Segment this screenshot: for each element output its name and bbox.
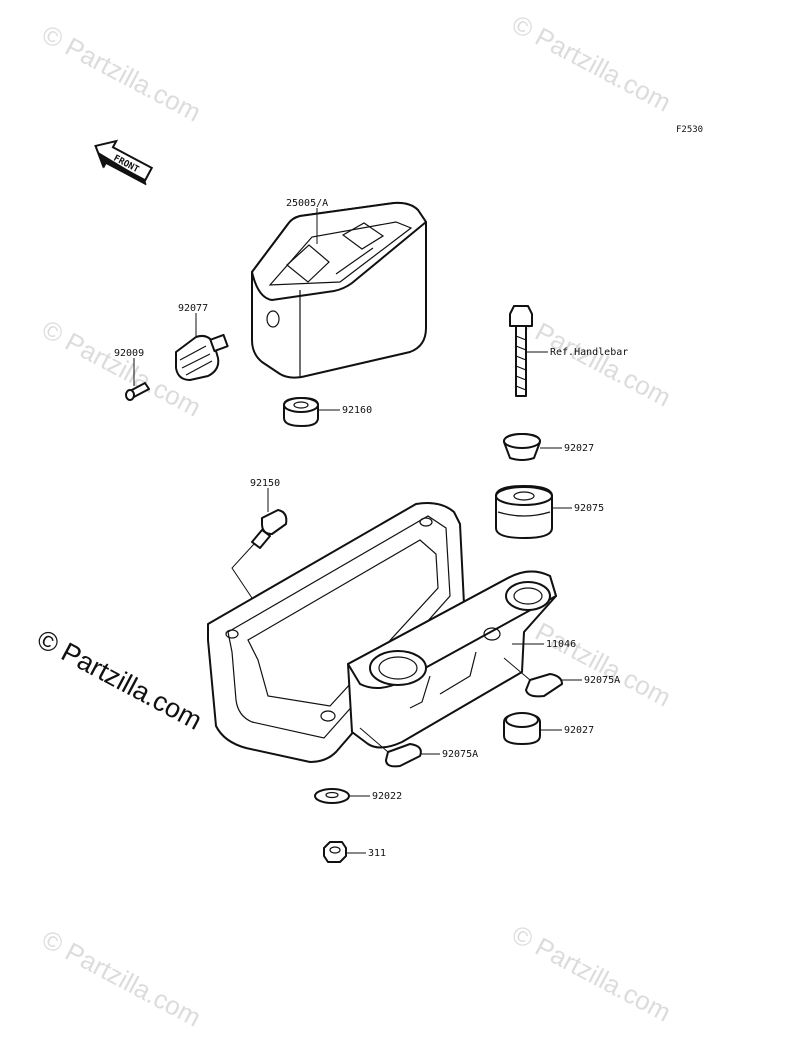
collar-92027-top[interactable] — [503, 433, 541, 461]
front-arrow-icon: FRONT — [94, 139, 154, 186]
diagram-code: F2530 — [676, 125, 703, 135]
label-92075A-left: 92075A — [442, 749, 478, 760]
watermark-bottom-right: © Partzilla.com — [507, 919, 676, 1028]
meter-cover-25005A[interactable] — [251, 201, 427, 379]
screw-92009[interactable] — [125, 382, 150, 401]
watermark-top-left: © Partzilla.com — [37, 19, 206, 128]
watermark-top-right: © Partzilla.com — [507, 9, 676, 118]
watermark-bottom-left: © Partzilla.com — [37, 924, 206, 1033]
label-92160: 92160 — [342, 405, 372, 416]
bolt-92150[interactable] — [251, 509, 288, 549]
damper-92075[interactable] — [495, 485, 553, 539]
grommet-92160[interactable] — [283, 397, 319, 427]
label-311: 311 — [368, 848, 386, 859]
label-92022: 92022 — [372, 791, 402, 802]
leader-92075A-left — [359, 727, 440, 755]
damper-92075A-right[interactable] — [525, 673, 563, 698]
label-92075A-right: 92075A — [584, 675, 620, 686]
label-ref-handlebar: Ref.Handlebar — [550, 347, 628, 358]
label-92150: 92150 — [250, 478, 280, 489]
label-11046: 11046 — [546, 639, 576, 650]
collar-92027-bottom[interactable] — [503, 712, 541, 745]
washer-92022[interactable] — [314, 788, 350, 804]
label-92077: 92077 — [178, 303, 208, 314]
bracket-11046[interactable] — [320, 570, 557, 749]
nut-311[interactable] — [323, 841, 347, 863]
watermark-main: © Partzilla.com — [32, 624, 207, 736]
knob-92077[interactable] — [175, 333, 229, 381]
label-92075: 92075 — [574, 503, 604, 514]
damper-92075A-left[interactable] — [385, 743, 422, 768]
label-25005A: 25005/A — [286, 198, 328, 209]
leader-92075A-right — [503, 657, 582, 681]
leader-92150-to-bracket — [231, 543, 255, 599]
label-92027-top: 92027 — [564, 443, 594, 454]
bolt-handlebar[interactable] — [509, 305, 533, 397]
label-92009: 92009 — [114, 348, 144, 359]
label-92027-bottom: 92027 — [564, 725, 594, 736]
